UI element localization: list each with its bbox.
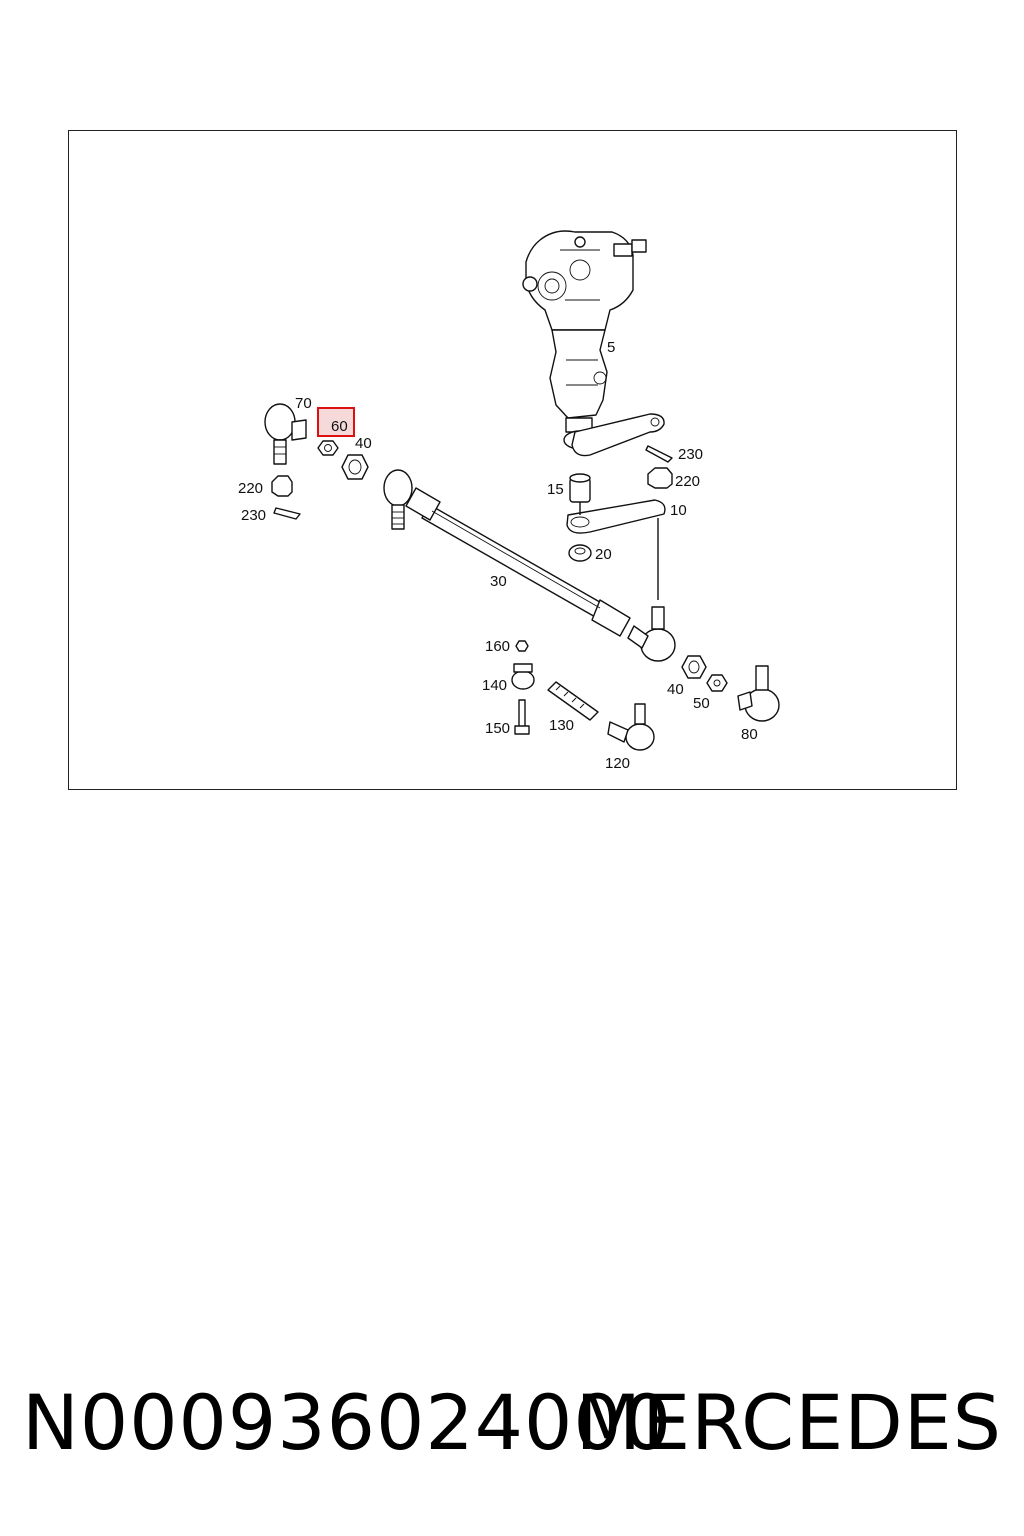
callout-220-right: 220 [675, 473, 700, 490]
nut-40-left [341, 454, 369, 480]
clamp-140 [511, 663, 535, 690]
callout-20: 20 [595, 546, 612, 563]
callout-80: 80 [741, 726, 758, 743]
castle-nut-right [647, 467, 673, 489]
callout-50: 50 [693, 695, 710, 712]
steering-gearbox [522, 230, 647, 450]
nut-idler [568, 544, 592, 562]
ball-joint-70 [264, 403, 307, 465]
ball-joint-120 [607, 703, 655, 751]
cotter-pin-left [273, 507, 301, 520]
callout-30: 30 [490, 573, 507, 590]
nut-40-right [681, 655, 707, 679]
callout-40-right: 40 [667, 681, 684, 698]
callout-230-left: 230 [241, 507, 266, 524]
parts-diagram: 5 10 15 20 30 40 40 50 60 70 80 120 130 … [238, 230, 780, 772]
tie-rod [405, 487, 631, 637]
nut-50 [706, 674, 728, 692]
callout-160: 160 [485, 638, 510, 655]
ball-joint-right-end [627, 606, 676, 662]
highlight-box-60 [317, 407, 355, 437]
castle-nut-left [271, 475, 293, 497]
brand-name: MERCEDES [575, 1378, 1002, 1467]
bolt-150 [514, 699, 530, 735]
callout-10: 10 [670, 502, 687, 519]
nut-160 [515, 640, 529, 652]
callout-70: 70 [295, 395, 312, 412]
callout-220-left: 220 [238, 480, 263, 497]
part-number: N000936024000 [22, 1378, 673, 1467]
cotter-pin-right [645, 445, 673, 463]
ball-joint-left-end [383, 469, 413, 530]
callout-130: 130 [549, 717, 574, 734]
callout-230-right: 230 [678, 446, 703, 463]
callout-15: 15 [547, 481, 564, 498]
pitman-arm-top [571, 413, 665, 457]
callout-5: 5 [607, 339, 615, 356]
callout-60: 60 [331, 418, 348, 435]
idler-arm [566, 499, 666, 534]
callout-120: 120 [605, 755, 630, 772]
callout-140: 140 [482, 677, 507, 694]
sleeve-130 [547, 681, 599, 721]
ball-joint-80 [737, 665, 780, 722]
nut-60 [317, 440, 339, 456]
callout-150: 150 [485, 720, 510, 737]
callout-40-left: 40 [355, 435, 372, 452]
